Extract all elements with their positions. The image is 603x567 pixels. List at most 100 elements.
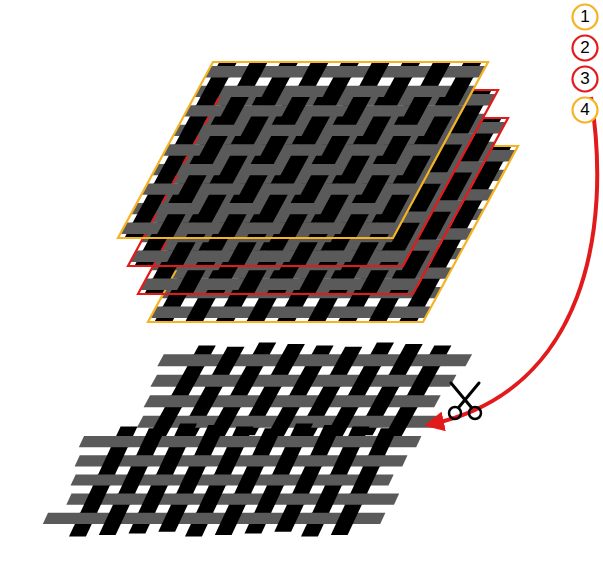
weft-crossing	[291, 86, 317, 97]
weft-crossing	[351, 144, 377, 155]
warp-strip	[369, 62, 482, 238]
callout-number: 3	[580, 70, 589, 89]
weft-crossing	[284, 436, 308, 447]
callout-circle: 4	[571, 96, 599, 124]
weft-crossing	[246, 455, 270, 466]
weft-crossing	[353, 86, 379, 97]
weft-crossing	[150, 474, 174, 485]
weft-crossing	[264, 375, 289, 387]
warp-strip	[308, 62, 421, 238]
weft-crossing	[226, 436, 250, 447]
weft-crossing	[306, 513, 330, 524]
weft-crossing	[394, 66, 420, 77]
weft-crossing	[130, 455, 154, 466]
weft-crossing	[228, 203, 254, 214]
warp-strip	[383, 345, 452, 439]
callout-number: 4	[580, 101, 589, 120]
weft-crossing	[209, 125, 235, 136]
weft-crossing	[248, 223, 274, 234]
weft-crossing	[333, 66, 359, 77]
weft-crossing	[304, 455, 328, 466]
weft-crossing	[380, 251, 405, 262]
weft-crossing	[164, 395, 189, 407]
cut-piece	[43, 423, 422, 536]
circle-shape	[573, 67, 598, 92]
weft-crossing	[362, 455, 386, 466]
weft-crossing	[146, 279, 172, 290]
weft-crossing	[168, 144, 194, 155]
weft-crossing	[190, 513, 214, 524]
weft-crossing	[250, 105, 275, 116]
weft-crossing	[168, 436, 192, 447]
weft-crossing	[269, 183, 295, 194]
weft-crossing	[271, 66, 297, 77]
callout-circle: 1	[571, 3, 599, 31]
weft-crossing	[241, 416, 266, 428]
weft-crossing	[400, 307, 425, 318]
scissor-blade	[451, 383, 471, 407]
weft-crossing	[217, 307, 243, 318]
weft-crossing	[304, 354, 329, 366]
weft-crossing	[282, 395, 307, 407]
weft-crossing	[270, 125, 295, 136]
weft-crossing	[455, 66, 481, 77]
scissors-symbol	[449, 383, 481, 419]
weft-crossing	[112, 494, 136, 505]
weft-crossing	[319, 251, 345, 262]
weft-crossing	[170, 494, 194, 505]
callout-number: 2	[580, 39, 589, 58]
weft-crossing	[393, 125, 419, 136]
weft-crossing	[187, 354, 212, 366]
weft-crossing	[381, 375, 406, 387]
weft-crossing	[289, 203, 315, 214]
fabric-layer	[118, 62, 488, 238]
scissor-ring	[469, 407, 481, 419]
weft-crossing	[323, 375, 348, 387]
weft-crossing	[126, 223, 152, 234]
weft-crossing	[359, 416, 384, 428]
weft-crossing	[156, 307, 182, 318]
weft-crossing	[136, 251, 162, 262]
weft-crossing	[223, 395, 248, 407]
weft-crossing	[188, 455, 212, 466]
weft-crossing	[390, 279, 415, 290]
weft-crossing	[330, 183, 355, 194]
callout-circle: 2	[571, 34, 599, 62]
weft-crossing	[344, 494, 368, 505]
circle-shape	[573, 5, 598, 30]
weft-crossing	[230, 86, 255, 97]
weft-crossing	[391, 183, 417, 194]
cut-pieces	[43, 343, 472, 537]
weft-strip	[66, 494, 399, 505]
weft-strip	[157, 354, 472, 366]
weft-crossing	[309, 223, 335, 234]
weft-crossing	[187, 223, 213, 234]
weft-crossing	[205, 375, 230, 387]
weft-crossing	[350, 203, 375, 214]
weft-crossing	[208, 183, 234, 194]
weft-crossing	[413, 144, 439, 155]
callout-circle: 3	[571, 65, 599, 93]
weft-crossing	[74, 513, 98, 524]
fabric-stack	[118, 62, 518, 322]
weft-crossing	[339, 307, 365, 318]
weft-crossing	[132, 513, 156, 524]
weft-strip	[144, 395, 441, 407]
weft-crossing	[311, 105, 337, 116]
weft-crossing	[266, 474, 290, 485]
weft-crossing	[228, 494, 252, 505]
weft-crossing	[310, 164, 335, 175]
scissor-ring	[449, 407, 461, 419]
weft-crossing	[331, 125, 357, 136]
transfer-arrow	[432, 97, 597, 424]
circle-shape	[573, 36, 598, 61]
circle-shape	[573, 98, 598, 123]
weft-crossing	[92, 474, 116, 485]
weft-crossing	[197, 251, 223, 262]
weft-crossing	[342, 436, 366, 447]
weft-strip	[71, 474, 394, 485]
weft-crossing	[248, 513, 272, 524]
weft-crossing	[371, 164, 397, 175]
